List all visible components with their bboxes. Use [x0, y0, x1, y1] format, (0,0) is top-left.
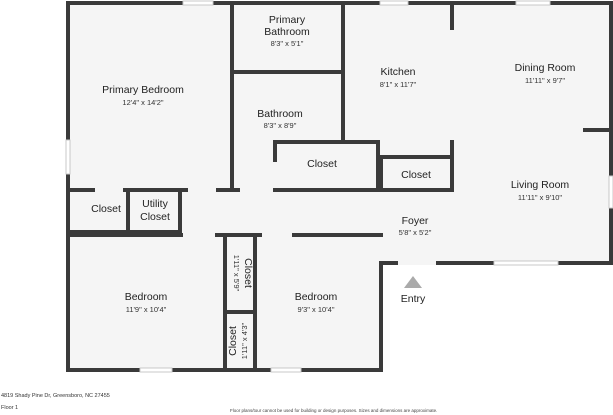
room-dims-foyer: 5'8" x 5'2"	[399, 228, 432, 237]
room-name-closet-center: Closet	[307, 158, 337, 170]
room-name-bathroom: Bathroom	[257, 108, 303, 120]
room-name-bedroom-right: Bedroom	[295, 291, 338, 303]
room-name-foyer: Foyer	[402, 215, 429, 227]
room-name-bedroom-left: Bedroom	[125, 291, 168, 303]
room-dims-primary-bathroom: 8'3" x 5'1"	[271, 39, 304, 48]
closet-vertical-bottom-label: Closet 1'11" x 4'3"	[227, 322, 249, 359]
room-dims-dining-room: 11'11" x 9'7"	[525, 76, 565, 85]
room-dims-closet-vertical-bottom: 1'11" x 4'3"	[240, 322, 249, 359]
room-name-dining-room: Dining Room	[515, 62, 576, 74]
entry-label: Entry	[401, 293, 426, 305]
footer-disclaimer: Floor plans/tour cannot be used for buil…	[230, 408, 438, 413]
entry-arrow-icon	[404, 276, 422, 288]
closet-vertical-top-label: Closet 1'11" x 5'9"	[232, 255, 254, 292]
room-name-utility-closet-line1: Utility	[142, 198, 168, 210]
room-name-primary-bathroom-line2: Bathroom	[264, 26, 310, 38]
room-dims-primary-bedroom: 12'4" x 14'2"	[122, 98, 163, 107]
room-dims-bathroom: 8'3" x 8'9"	[264, 121, 297, 130]
door-openings	[95, 188, 436, 265]
room-name-closet-right: Closet	[401, 169, 431, 181]
windows	[65, 0, 613, 373]
room-name-primary-bathroom-line1: Primary	[269, 14, 306, 26]
room-dims-kitchen: 8'1" x 11'7"	[380, 80, 417, 89]
room-name-closet-left: Closet	[91, 203, 121, 215]
room-name-kitchen: Kitchen	[380, 66, 415, 78]
room-dims-living-room: 11'11" x 9'10"	[518, 193, 563, 202]
room-dims-closet-vertical-top: 1'11" x 5'9"	[232, 255, 241, 292]
footer-address: 4819 Shady Pine Dr, Greensboro, NC 27455	[1, 393, 110, 399]
footer-floor: Floor 1	[1, 405, 19, 411]
room-name-closet-vertical-top: Closet	[242, 258, 254, 288]
room-name-primary-bedroom: Primary Bedroom	[102, 84, 184, 96]
room-dims-bedroom-left: 11'9" x 10'4"	[126, 305, 167, 314]
room-dims-bedroom-right: 9'3" x 10'4"	[298, 305, 335, 314]
room-name-living-room: Living Room	[511, 179, 570, 191]
room-name-utility-closet-line2: Closet	[140, 211, 170, 223]
room-name-closet-vertical-bottom: Closet	[227, 326, 239, 356]
